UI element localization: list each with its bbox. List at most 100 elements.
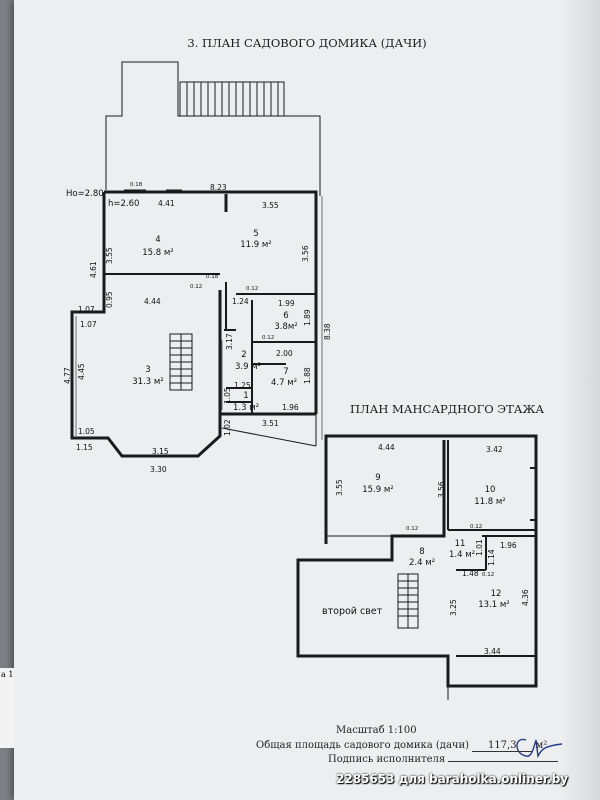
floor-plan-drawing: Ho=2.80 h=2.60 4 15.8 м² 5 11.9 м² 3 31.…: [63, 61, 563, 759]
dimension: 1.05: [223, 387, 232, 404]
dimension: 1.96: [500, 541, 517, 550]
dimension: 3.56: [301, 245, 310, 262]
dimension: 3.30: [150, 465, 167, 474]
dimension: 3.42: [486, 445, 503, 454]
dimension: 2.00: [276, 349, 293, 358]
scale-label: Масштаб 1:100: [336, 725, 417, 736]
dimension: 3.17: [225, 333, 234, 350]
room-number: 7: [283, 367, 288, 377]
dimension: 4.77: [63, 367, 72, 384]
room-number: 4: [155, 235, 160, 245]
ground-floor-dimensions: 0.18 8.23 4.41 3.55 3.56 4.61 3.55 0.95 …: [63, 182, 332, 474]
dimension: 3.51: [262, 419, 279, 428]
dimension: 0.18: [206, 274, 219, 280]
dimension: 1.25: [234, 381, 251, 390]
signature-line: Подпись исполнителя: [328, 754, 559, 765]
total-area-unit: м²: [535, 740, 548, 751]
room-number: 12: [491, 589, 502, 599]
signature-blank: [448, 761, 559, 762]
dimension: 4.61: [89, 261, 98, 278]
dimension: 1.02: [223, 419, 232, 436]
underlying-page-fragment: а 1: [0, 668, 14, 748]
room-area: 31.3 м²: [132, 377, 163, 387]
total-area-value: 117,3: [472, 740, 533, 752]
dimension: 3.56: [437, 481, 446, 498]
room-area: 2.4 м²: [409, 558, 435, 568]
dimension: 1.14: [487, 549, 496, 566]
signature-label: Подпись исполнителя: [328, 754, 446, 765]
dimension: 4.44: [144, 297, 161, 306]
dimension: 3.15: [152, 447, 169, 456]
dimension: 3.55: [105, 247, 114, 264]
attic-plan-title: ПЛАН МАНСАРДНОГО ЭТАЖА: [350, 402, 545, 416]
dimension: 0.12: [262, 335, 274, 341]
fragment-label: а 1: [1, 670, 14, 679]
dimension: 1.05: [78, 427, 95, 436]
total-area-line: Общая площадь садового домика (дачи) 117…: [256, 740, 547, 752]
dimension: 4.44: [378, 443, 395, 452]
dimension: 8.38: [323, 323, 332, 340]
room-number: 6: [283, 311, 288, 321]
room-area: 11.8 м²: [474, 497, 505, 507]
ground-plan-title: 3. ПЛАН САДОВОГО ДОМИКА (ДАЧИ): [187, 36, 427, 50]
dimension: 0.95: [105, 291, 114, 308]
dimension: 8.23: [210, 183, 227, 192]
room-area: 1.3 м²: [233, 403, 259, 413]
room-area: 1.4 м²: [449, 550, 475, 560]
dimension: 1.01: [475, 539, 484, 556]
dimension: 3.44: [484, 647, 501, 656]
dimension: 0.12: [190, 284, 202, 290]
dimension: 3.55: [335, 479, 344, 496]
room-number: 8: [419, 547, 424, 557]
attic-floor-labels: 9 15.9 м² 10 11.8 м² 11 1.4 м² 8 2.4 м² …: [322, 473, 510, 617]
watermark: 2285653 для baraholka.onliner.by: [336, 772, 569, 786]
dimension: 4.41: [158, 199, 175, 208]
room-area: 15.9 м²: [362, 485, 393, 495]
room-number: 1: [243, 391, 248, 401]
room-area: 11.9 м²: [240, 240, 271, 250]
dimension: 1.48: [462, 569, 479, 578]
attic-stairs: [397, 573, 419, 629]
total-area-label: Общая площадь садового домика (дачи): [256, 740, 470, 751]
document-sheet: 3. ПЛАН САДОВОГО ДОМИКА (ДАЧИ) ПЛАН МАНС…: [14, 0, 600, 800]
ground-floor-labels: Ho=2.80 h=2.60 4 15.8 м² 5 11.9 м² 3 31.…: [66, 189, 298, 413]
dimension: 4.45: [77, 363, 86, 380]
room-area: 3.8м²: [274, 322, 297, 332]
attic-floor-dimensions: 4.44 3.42 3.55 3.56 0.12 0.12 1.01 1.14 …: [335, 443, 530, 656]
dimension: 0.12: [406, 526, 418, 532]
dimension: 1.88: [303, 367, 312, 384]
room-number: 3: [145, 365, 150, 375]
dimension: 1.99: [278, 299, 295, 308]
paper-edge-shade: [560, 0, 600, 800]
room-number: 9: [375, 473, 380, 483]
dimension: 3.55: [262, 201, 279, 210]
dimension: 1.89: [303, 309, 312, 326]
height-total: Ho=2.80: [66, 189, 104, 199]
dimension: 0.12: [482, 572, 494, 578]
room-area: 13.1 м²: [478, 600, 509, 610]
terrace-stairs: [179, 81, 285, 117]
room-area: 3.9 м²: [235, 362, 261, 372]
dimension: 1.15: [76, 443, 93, 452]
room-number: 11: [455, 539, 466, 549]
room-area: 4.7 м²: [271, 378, 297, 388]
second-light-label: второй свет: [322, 606, 383, 617]
dimension: 1.24: [232, 297, 249, 306]
room-area: 15.8 м²: [142, 248, 173, 258]
interior-stairs: [169, 333, 193, 391]
dimension: 0.18: [130, 182, 143, 188]
dimension: 4.36: [521, 589, 530, 606]
signature-mark: [516, 738, 563, 759]
room-number: 2: [241, 350, 246, 360]
dimension: 3.25: [449, 599, 458, 616]
dimension: 0.12: [470, 524, 482, 530]
room-number: 10: [485, 485, 496, 495]
dimension: 1.96: [282, 403, 299, 412]
dimension: 1.07: [80, 320, 97, 329]
room-number: 5: [253, 229, 258, 239]
height-room: h=2.60: [108, 199, 139, 209]
ground-floor-walls: [70, 61, 323, 458]
dimension: 0.12: [246, 286, 258, 292]
attic-floor-walls: [296, 434, 538, 700]
dimension: 1.07: [78, 305, 95, 314]
